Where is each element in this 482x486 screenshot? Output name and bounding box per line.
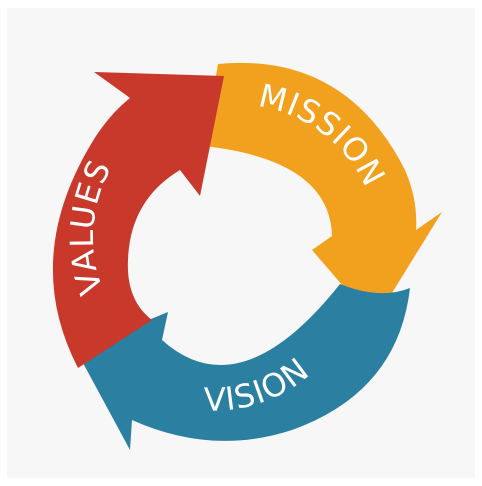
values-arrow [52, 72, 224, 368]
mission-arrow [204, 62, 442, 323]
vision-arrow [76, 284, 410, 450]
